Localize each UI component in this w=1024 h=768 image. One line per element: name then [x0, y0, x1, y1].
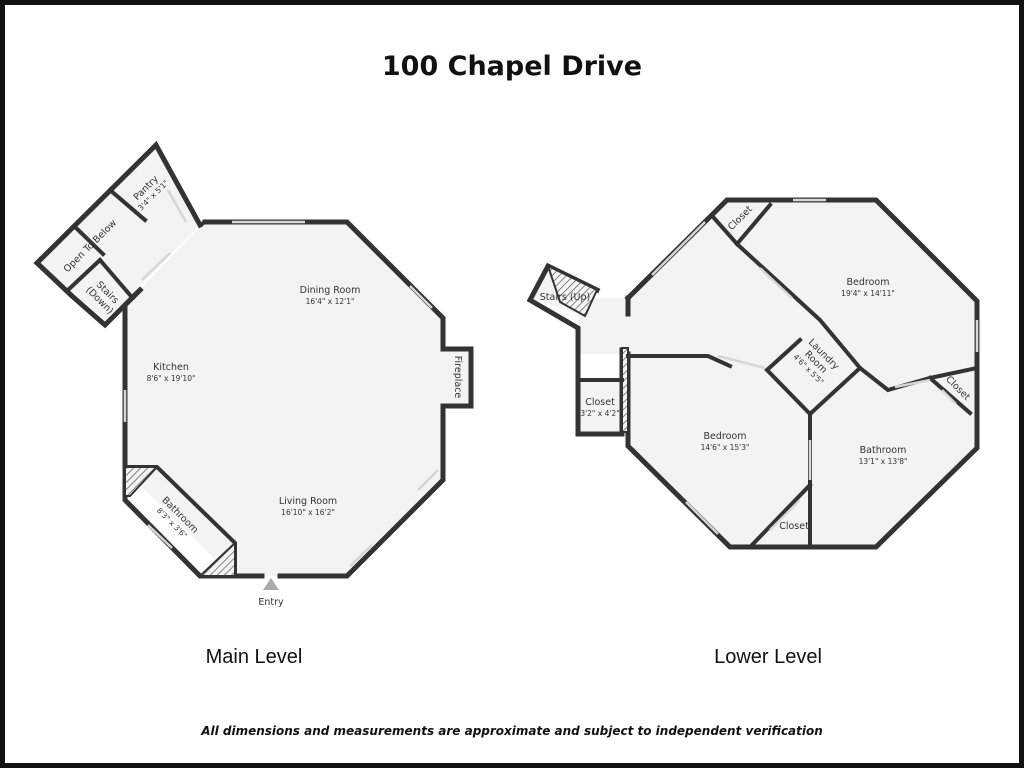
lower-closet-bottom-label: Closet [779, 521, 809, 532]
dining-room-dims: 16'4" x 12'1" [306, 297, 355, 306]
main-level-floor [125, 222, 443, 576]
lower-closet-left-dims: 3'2" x 4'2" [580, 409, 619, 418]
lower-bathroom-dims: 13'1" x 13'8" [859, 457, 908, 466]
main-annex-floor [37, 145, 200, 320]
lower-bedroom-bottom-name: Bedroom [704, 431, 747, 442]
window [349, 544, 373, 567]
window [141, 252, 171, 281]
lower-level-plan: Stairs (Up) Closet Bedroom 19'4" x 14'11… [526, 197, 980, 550]
lower-closet-right-wall [927, 375, 973, 416]
window [685, 501, 719, 535]
lower-level-floor [578, 200, 977, 547]
pantry-wall [107, 187, 148, 223]
laundry-wall [734, 241, 863, 417]
entry-label: Entry [258, 597, 284, 608]
living-room-name: Living Room [279, 496, 337, 507]
window [651, 221, 706, 276]
window [941, 389, 957, 405]
main-level-plan: Entry Dining Room 16'4" x 12'1" Kitchen … [33, 140, 474, 608]
window [894, 378, 931, 389]
main-level-caption: Main Level [206, 646, 303, 668]
main-outer-wall [202, 219, 474, 579]
stairs-up-hatch [546, 264, 599, 318]
disclaimer: All dimensions and measurements are appr… [200, 724, 823, 738]
lower-bedroom-bottom-dims: 14'6" x 15'3" [701, 443, 750, 452]
main-bathroom-hatch-top [124, 466, 160, 497]
window [769, 499, 801, 531]
window [147, 524, 173, 549]
lower-closet-left-name: Closet [585, 397, 615, 408]
lower-level-caption: Lower Level [714, 646, 822, 668]
stairs-up-label: Stairs (Up) [540, 292, 591, 303]
lower-bathroom-name: Bathroom [860, 445, 907, 456]
lower-bedroom-top-name: Bedroom [847, 277, 890, 288]
kitchen-name: Kitchen [153, 362, 189, 373]
lower-outer-wall [624, 197, 980, 550]
living-room-dims: 16'10" x 16'2" [281, 508, 335, 517]
window [759, 267, 793, 299]
stairs-down-wall [65, 257, 103, 293]
fireplace-floor [443, 349, 471, 406]
dining-room-name: Dining Room [300, 285, 361, 296]
annex-wall [33, 140, 204, 329]
window [409, 285, 433, 309]
main-bathroom-hatch-bottom [197, 540, 236, 577]
window [166, 189, 188, 223]
lower-bedroom-top-dims: 19'4" x 14'11" [841, 289, 895, 298]
lower-bedroom-wall [626, 354, 733, 369]
lower-closet-hatch [621, 347, 629, 433]
plan-title: 100 Chapel Drive [382, 51, 642, 82]
fireplace-label: Fireplace [452, 356, 463, 399]
kitchen-dims: 8'6" x 19'10" [147, 374, 196, 383]
entry-arrow-icon [263, 578, 279, 590]
lower-closet-bottom-wall [747, 482, 813, 550]
window [717, 354, 766, 370]
window [417, 469, 439, 491]
